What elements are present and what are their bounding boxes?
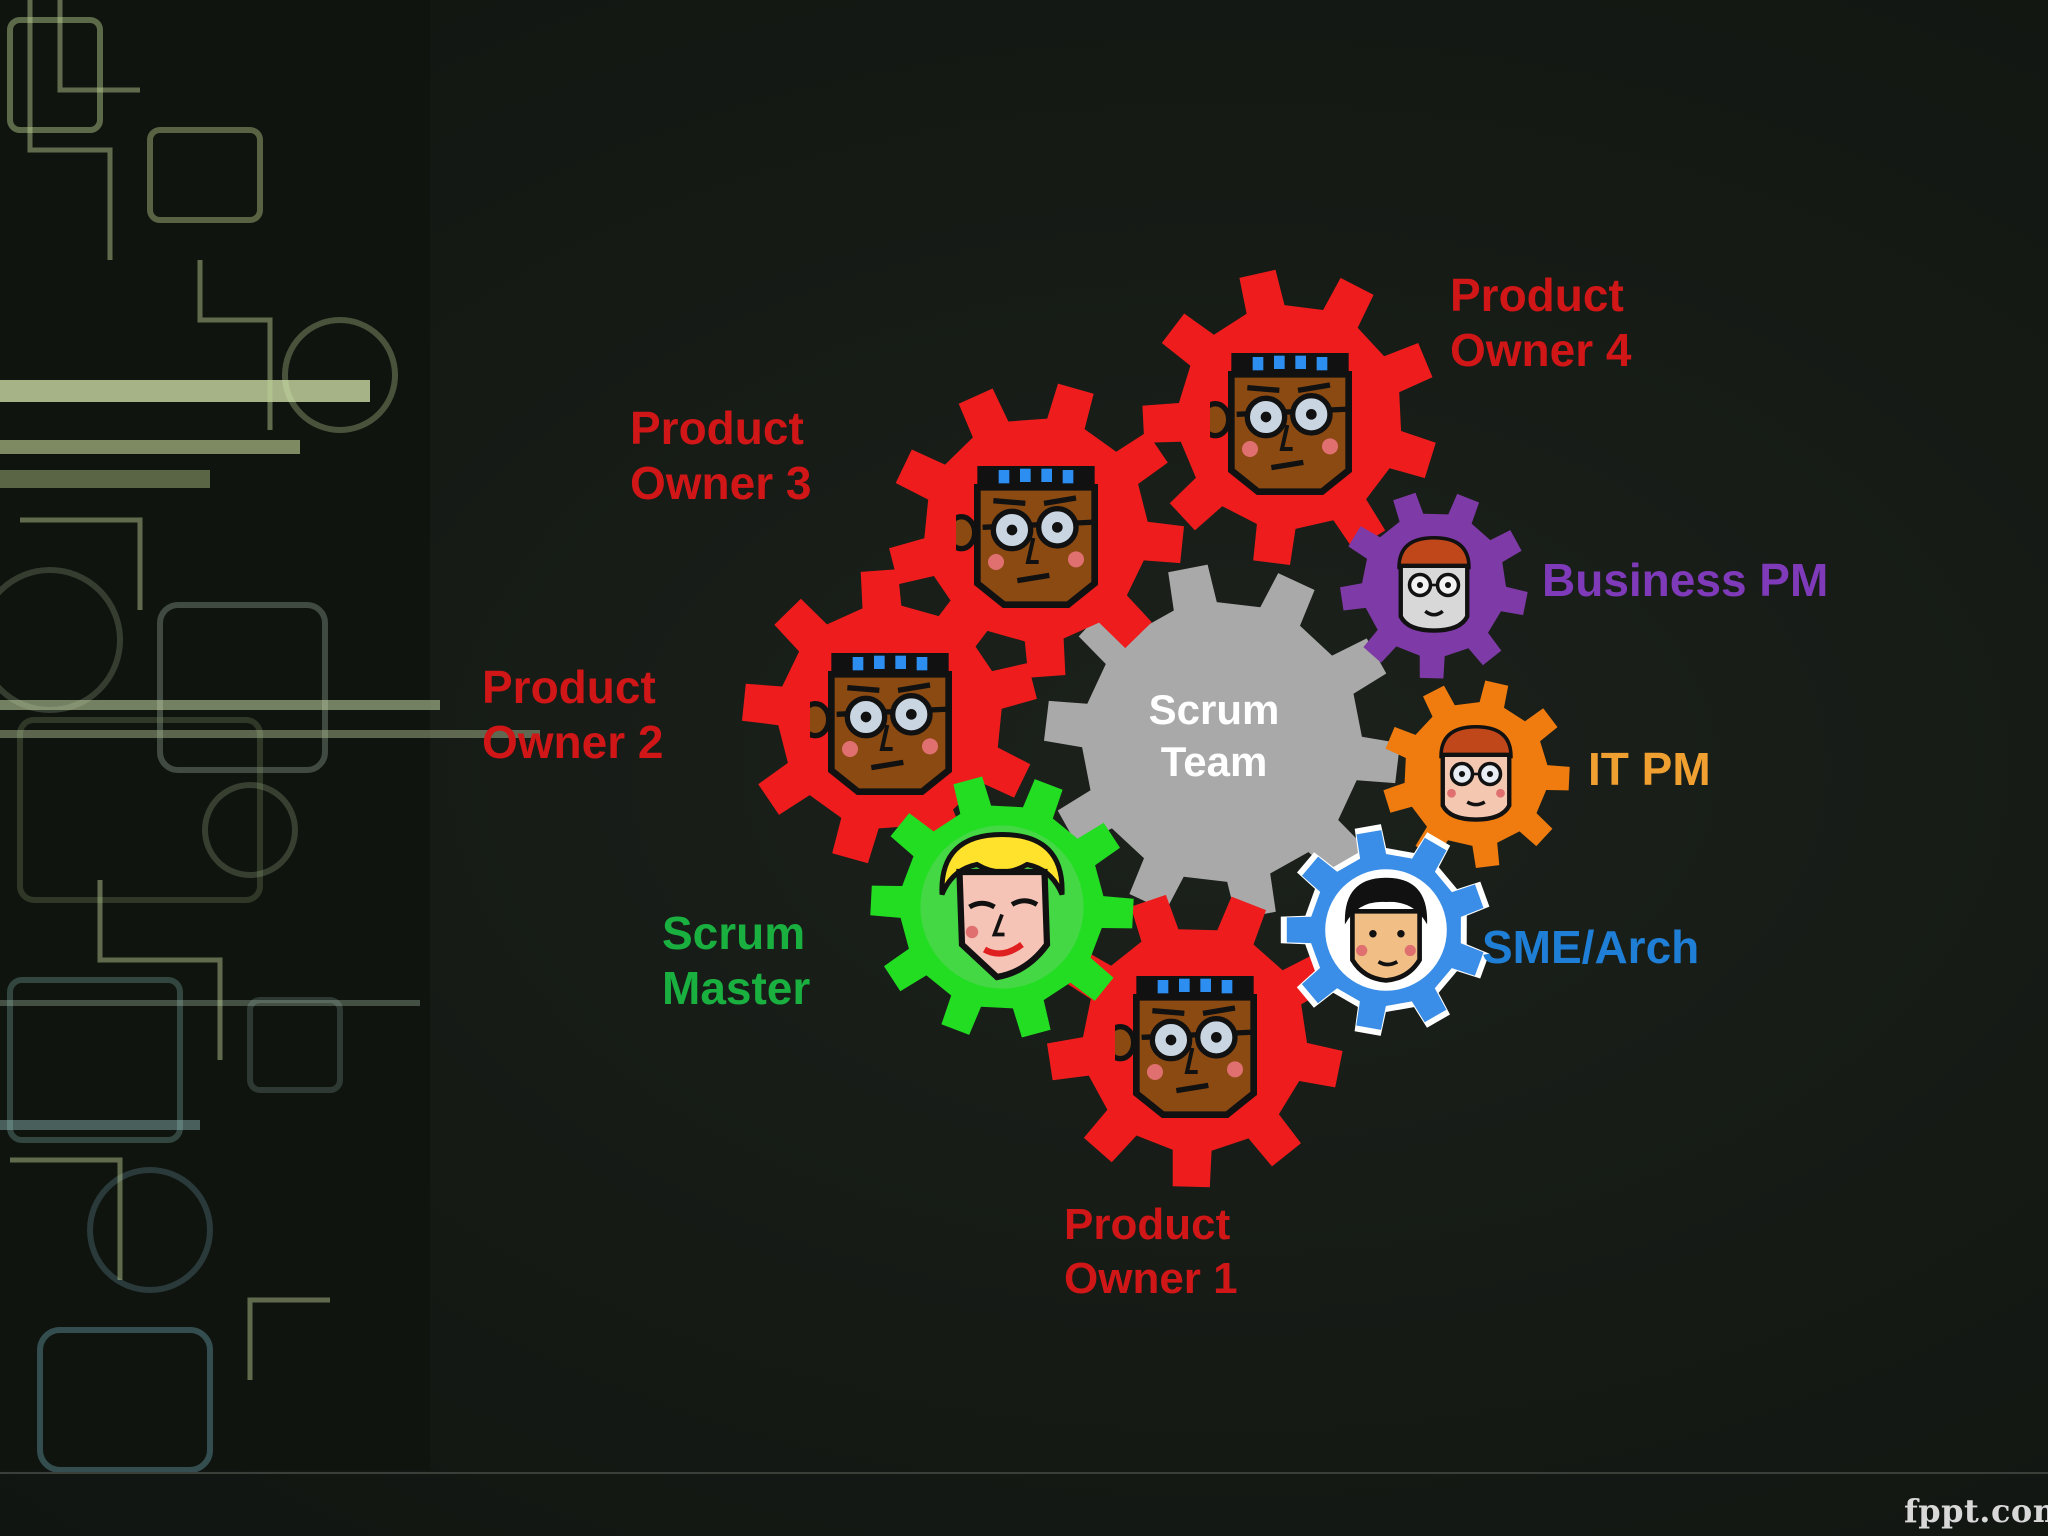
footer-divider [0,1472,2048,1474]
scrum-team-gear [1044,564,1400,920]
label-scrum-master: Scrum Master [662,907,811,1014]
label-product-owner-4: Product Owner 4 [1450,269,1632,376]
business-pm-gear [1340,492,1528,679]
circuit-trace [197,260,273,430]
circuit-shape [247,997,343,1093]
avatar-sme-arch [1345,878,1427,981]
label-it-pm: IT PM [1588,743,1711,795]
scrum-team-gear-teeth [1044,564,1400,920]
circuit-bar [0,700,440,710]
scrum-team-label: Scrum Team [1148,686,1280,785]
avatar-it-pm [1441,727,1511,820]
circuit-background-art [0,0,540,1473]
scrum-master-gear [870,776,1134,1038]
circuit-shape [202,782,298,878]
label-product-owner-1: Product Owner 1 [1064,1200,1238,1303]
avatar-business-pm [1399,538,1469,631]
circuit-shape [147,127,263,223]
circuit-bar [0,1120,200,1130]
gears-layer [742,269,1570,1188]
fppt-watermark: fppt.com [1904,1492,2048,1530]
circuit-shape [7,977,183,1143]
product-owner-1-gear [1047,894,1343,1188]
label-product-owner-3: Product Owner 3 [630,402,812,509]
it-pm-gear [1383,680,1570,868]
circuit-trace [10,1157,123,1280]
label-sme-arch: SME/Arch [1482,921,1700,973]
circuit-trace [247,1297,330,1380]
circuit-shape [282,317,398,433]
circuit-bar [0,380,370,402]
circuit-shape [157,602,328,773]
circuit-trace [97,880,223,1060]
circuit-shape [37,1327,213,1473]
sme-arch-gear [1280,824,1490,1036]
circuit-trace [27,0,113,260]
circuit-shape [87,1167,213,1293]
circuit-trace [57,0,140,93]
circuit-bar [0,440,300,454]
circuit-shape [17,717,263,903]
circuit-bar [0,470,210,488]
label-product-owner-2: Product Owner 2 [482,661,664,768]
label-business-pm: Business PM [1542,554,1829,606]
circuit-backdrop [0,0,430,1470]
circuit-bar [0,730,540,738]
circuit-bar [0,1000,420,1006]
product-owner-4-gear [1142,269,1436,565]
circuit-trace [20,517,143,610]
circuit-shape [7,17,103,133]
